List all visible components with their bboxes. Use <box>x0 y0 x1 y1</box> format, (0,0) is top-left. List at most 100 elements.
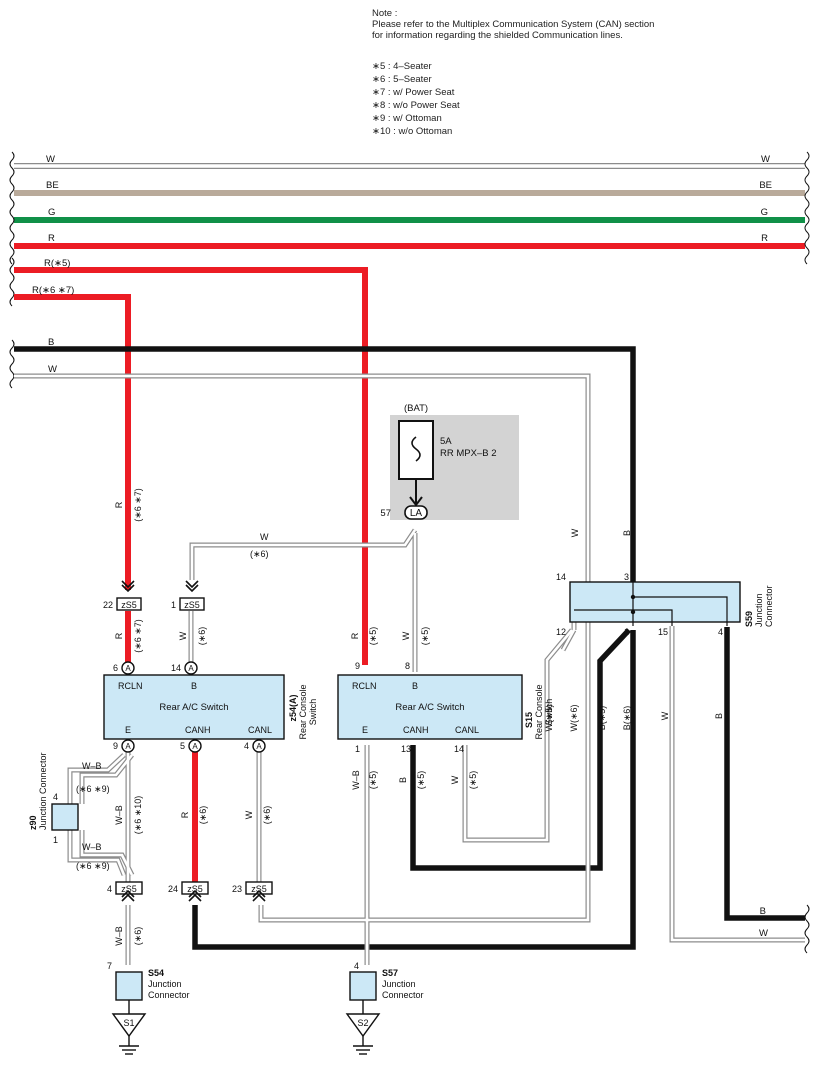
note-line-1: Please refer to the Multiplex Communicat… <box>372 19 655 30</box>
wire-label: (∗6) <box>250 549 269 559</box>
wire-b-6 <box>192 630 636 950</box>
wire-b-right <box>724 627 805 921</box>
wire-label: (∗5) <box>416 771 426 790</box>
pin-number: 4 <box>244 741 249 751</box>
bus-label-w: W <box>48 364 57 375</box>
fuse-amp: 5A <box>440 436 452 447</box>
conn-a: A <box>192 742 198 751</box>
wire-label: W–B <box>114 926 124 946</box>
wire-label: (∗5) <box>420 627 430 646</box>
bus-label-b: B <box>760 906 766 917</box>
switch-b-desc2: Switch <box>544 699 554 726</box>
wire-label: (∗6 ∗7) <box>133 619 143 653</box>
pin-label-b: B <box>412 681 418 691</box>
wire-label: (∗6 ∗7) <box>133 488 143 522</box>
wire-label: R <box>114 632 124 639</box>
junction-connector-s57: 4 S57 Junction Connector S2 <box>345 961 424 1055</box>
wire-r-5 <box>14 267 368 665</box>
junction-connector-s54: 7 S54 Junction Connector S1 <box>107 961 190 1055</box>
wire-label: R <box>114 501 124 508</box>
s59-desc2: Connector <box>764 585 774 627</box>
zs5-label: zS5 <box>187 884 203 894</box>
switch-a-desc2: Switch <box>308 699 318 726</box>
pin-label-canl: CANL <box>248 725 272 735</box>
s59-pin-14: 14 <box>556 572 566 582</box>
zs5-label: zS5 <box>251 884 267 894</box>
wire-label: B <box>622 530 632 536</box>
s57-pin: 4 <box>354 961 359 971</box>
bus-label-g: G <box>48 207 55 218</box>
bus-label-b: B <box>48 337 54 348</box>
wire-label: B(∗5) <box>597 706 607 731</box>
pin-label-canh: CANH <box>403 725 429 735</box>
legend-item: ∗5 : 4–Seater <box>372 61 432 72</box>
wire-label: W–B <box>351 770 361 790</box>
wire-label: (∗5) <box>468 771 478 790</box>
zs5-pin-22: 22 <box>103 600 113 610</box>
legend-item: ∗7 : w/ Power Seat <box>372 87 455 98</box>
wire-label: R <box>350 632 360 639</box>
z90-pin-1: 1 <box>53 835 58 845</box>
junction-connector-s59: 14 3 12 1 15 4 S59 Junction Connector <box>556 572 774 637</box>
bus-labels: W W BE BE G G R R R(∗5) R(∗6 ∗7) B W B W <box>32 154 772 939</box>
zs5-label: zS5 <box>184 600 200 610</box>
s57-id: S57 <box>382 968 398 978</box>
bus-label-r5: R(∗5) <box>44 258 70 269</box>
wire-break-marks <box>9 151 810 954</box>
conn-a: A <box>125 742 131 751</box>
wire-label: (∗6 ∗10) <box>133 796 143 835</box>
pin-number: 5 <box>180 741 185 751</box>
wire-r-67 <box>14 294 131 590</box>
s59-desc1: Junction <box>754 593 764 627</box>
wire-label: W–B <box>82 842 102 852</box>
note-line-2: for information regarding the shielded C… <box>372 30 623 41</box>
wire-label: (∗6) <box>197 627 207 646</box>
pin-number: 8 <box>405 661 410 671</box>
bus-label-g: G <box>761 207 768 218</box>
white-wires <box>14 373 805 965</box>
bus-label-r67: R(∗6 ∗7) <box>32 285 74 296</box>
pin-number: 14 <box>171 663 181 673</box>
switch-b-name: Rear A/C Switch <box>395 702 464 713</box>
pin-label-e: E <box>125 725 131 735</box>
conn-a: A <box>188 664 194 673</box>
wire-label: (∗5) <box>368 771 378 790</box>
bus-label-w: W <box>46 154 55 165</box>
bus-label-r: R <box>761 233 768 244</box>
wire-label: (∗6) <box>198 806 208 825</box>
z90-id: z90 <box>28 815 38 830</box>
s57-desc2: Connector <box>382 990 424 1000</box>
wire-label: B(∗6) <box>622 706 632 731</box>
red-feed-wires <box>14 267 368 885</box>
s59-pin-3: 3 <box>624 572 629 582</box>
wire-label: W <box>660 711 670 720</box>
pin-label-rcln: RCLN <box>352 681 377 691</box>
zs5-pin-23: 23 <box>232 884 242 894</box>
wire-label: B <box>398 777 408 783</box>
s59-pin-12: 12 <box>556 627 566 637</box>
wire-label: R <box>180 811 190 818</box>
z90-desc: Junction Connector <box>38 752 48 830</box>
pin-number: 13 <box>401 744 411 754</box>
switch-a-desc1: Rear Console <box>298 684 308 739</box>
bus-label-w: W <box>759 928 768 939</box>
note-heading: Note : <box>372 8 398 19</box>
legend-item: ∗8 : w/o Power Seat <box>372 100 460 111</box>
junction-connector-z90: 4 1 z90 Junction Connector <box>28 752 79 845</box>
wire-label: W–B <box>82 761 102 771</box>
legend-item: ∗6 : 5–Seater <box>372 74 432 85</box>
pin-label-canh: CANH <box>185 725 211 735</box>
la-connector-label: LA <box>410 508 423 519</box>
rear-ac-switch-a: Rear A/C Switch RCLN B E CANH CANL A 6 A… <box>103 661 318 753</box>
switch-a-id: z54(A) <box>288 694 298 721</box>
wire-label: (∗6 ∗9) <box>76 861 110 871</box>
wire-label: (∗5) <box>368 627 378 646</box>
wire-label: (∗6) <box>262 806 272 825</box>
wire-label: W <box>178 631 188 640</box>
zs5-label: zS5 <box>121 600 137 610</box>
s54-desc2: Connector <box>148 990 190 1000</box>
wire-label: W <box>570 528 580 537</box>
wire-labels: R (∗6 ∗7) W (∗6) R (∗6 ∗7) W (∗6) R (∗5)… <box>76 488 724 946</box>
pin-number: 9 <box>113 741 118 751</box>
